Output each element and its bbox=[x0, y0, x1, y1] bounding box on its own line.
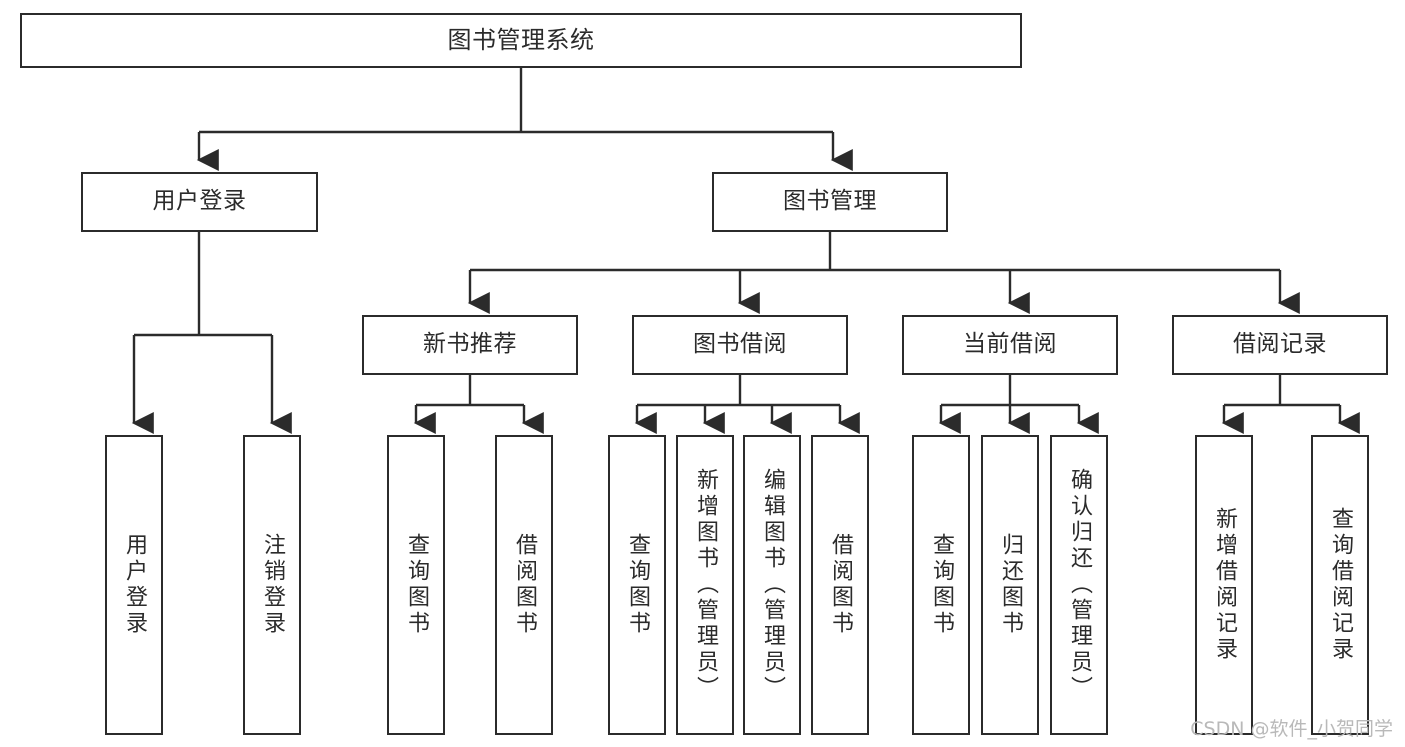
leaf-logout[interactable]: 注销登录 bbox=[243, 435, 301, 735]
node-label: 当前借阅 bbox=[963, 331, 1057, 358]
node-label: 新书推荐 bbox=[423, 331, 517, 358]
leaf-user-login[interactable]: 用户登录 bbox=[105, 435, 163, 735]
node-label: 借阅记录 bbox=[1233, 331, 1327, 358]
leaf-query-borrow-record[interactable]: 查询借阅记录 bbox=[1311, 435, 1369, 735]
leaf-return-book[interactable]: 归还图书 bbox=[981, 435, 1039, 735]
leaf-edit-book[interactable]: 编辑图书（管理员） bbox=[743, 435, 801, 735]
node-root-book-management-system[interactable]: 图书管理系统 bbox=[20, 13, 1022, 68]
node-label: 图书管理系统 bbox=[447, 26, 595, 55]
leaf-add-borrow-record[interactable]: 新增借阅记录 bbox=[1195, 435, 1253, 735]
node-label: 查询图书 bbox=[625, 533, 650, 637]
node-label: 用户登录 bbox=[122, 533, 147, 637]
leaf-borrow-book-recommend[interactable]: 借阅图书 bbox=[495, 435, 553, 735]
node-label: 图书借阅 bbox=[693, 331, 787, 358]
leaf-add-book[interactable]: 新增图书（管理员） bbox=[676, 435, 734, 735]
leaf-query-book-recommend[interactable]: 查询图书 bbox=[387, 435, 445, 735]
node-current-borrow[interactable]: 当前借阅 bbox=[902, 315, 1118, 375]
node-user-login[interactable]: 用户登录 bbox=[81, 172, 318, 232]
node-label: 查询借阅记录 bbox=[1328, 507, 1353, 663]
node-label: 查询图书 bbox=[404, 533, 429, 637]
node-label: 新增图书（管理员） bbox=[693, 468, 718, 702]
leaf-query-book-current[interactable]: 查询图书 bbox=[912, 435, 970, 735]
leaf-confirm-return[interactable]: 确认归还（管理员） bbox=[1050, 435, 1108, 735]
node-borrow-record[interactable]: 借阅记录 bbox=[1172, 315, 1388, 375]
leaf-query-book-borrow[interactable]: 查询图书 bbox=[608, 435, 666, 735]
node-label: 新增借阅记录 bbox=[1212, 507, 1237, 663]
node-new-book-recommend[interactable]: 新书推荐 bbox=[362, 315, 578, 375]
leaf-borrow-book[interactable]: 借阅图书 bbox=[811, 435, 869, 735]
node-label: 注销登录 bbox=[260, 533, 285, 637]
node-label: 编辑图书（管理员） bbox=[760, 468, 785, 702]
node-label: 借阅图书 bbox=[828, 533, 853, 637]
node-label: 确认归还（管理员） bbox=[1067, 468, 1092, 702]
node-label: 图书管理 bbox=[783, 188, 877, 215]
node-book-borrow[interactable]: 图书借阅 bbox=[632, 315, 848, 375]
node-label: 借阅图书 bbox=[512, 533, 537, 637]
node-book-management[interactable]: 图书管理 bbox=[712, 172, 948, 232]
node-label: 用户登录 bbox=[152, 188, 247, 215]
node-label: 归还图书 bbox=[998, 533, 1023, 637]
node-label: 查询图书 bbox=[929, 533, 954, 637]
